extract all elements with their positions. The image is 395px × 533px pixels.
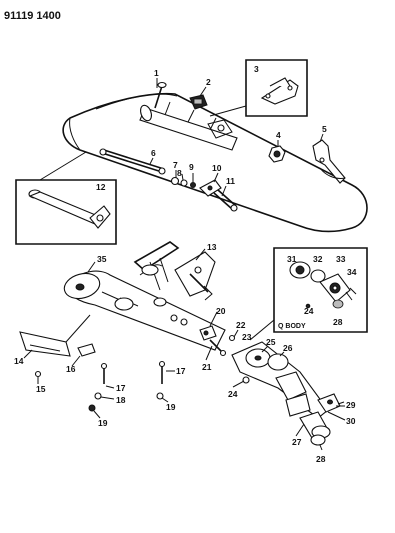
callout-28a: 28 <box>316 454 326 464</box>
callout-6: 6 <box>151 148 156 158</box>
callout-13: 13 <box>207 242 217 252</box>
callout-7: 7 <box>173 160 178 170</box>
callout-10: 10 <box>212 163 222 173</box>
leader-lines <box>23 78 346 451</box>
callout-28b: 28 <box>333 317 343 327</box>
callout-26: 26 <box>283 343 293 353</box>
callout-27: 27 <box>292 437 302 447</box>
callout-2: 2 <box>206 77 211 87</box>
callout-24a: 24 <box>228 389 238 399</box>
callout-11: 11 <box>226 176 235 186</box>
callout-33: 33 <box>336 254 346 264</box>
callout-20: 20 <box>216 306 226 316</box>
callout-18: 18 <box>116 395 126 405</box>
callout-15: 15 <box>36 384 46 394</box>
document-id: 91119 1400 <box>4 10 61 22</box>
callout-24b: 24 <box>304 306 314 316</box>
callout-17b: 17 <box>176 366 186 376</box>
callout-17a: 17 <box>116 383 126 393</box>
callout-8: 8 <box>177 168 182 178</box>
inset-q-body <box>249 247 368 341</box>
callout-31: 31 <box>287 254 297 264</box>
callout-9: 9 <box>189 162 194 172</box>
callout-21: 21 <box>202 362 212 372</box>
callout-1: 1 <box>154 68 159 78</box>
inset-part-3 <box>209 59 308 117</box>
callout-23: 23 <box>242 332 252 342</box>
upper-column-assembly <box>39 81 368 233</box>
inset-q-body-label: Q BODY <box>278 323 306 330</box>
callout-34: 34 <box>347 267 357 277</box>
callout-35: 35 <box>97 254 107 264</box>
callout-14: 14 <box>14 356 24 366</box>
callout-29: 29 <box>346 400 356 410</box>
callout-22: 22 <box>236 320 246 330</box>
callout-32: 32 <box>313 254 323 264</box>
callout-30: 30 <box>346 416 356 426</box>
callout-16: 16 <box>66 364 76 374</box>
callout-19a: 19 <box>98 418 108 428</box>
callout-12: 12 <box>96 182 106 192</box>
callout-25: 25 <box>266 337 276 347</box>
callout-19b: 19 <box>166 402 176 412</box>
callout-4: 4 <box>276 130 281 140</box>
callout-5: 5 <box>322 124 327 134</box>
callout-3: 3 <box>254 64 259 74</box>
inset-part-12 <box>15 179 117 245</box>
lower-column-assembly <box>19 241 236 412</box>
callout-labels: 1 2 3 4 5 6 7 8 9 10 11 12 13 14 15 16 1… <box>14 64 357 464</box>
lower-right-switch-assembly <box>231 341 345 446</box>
